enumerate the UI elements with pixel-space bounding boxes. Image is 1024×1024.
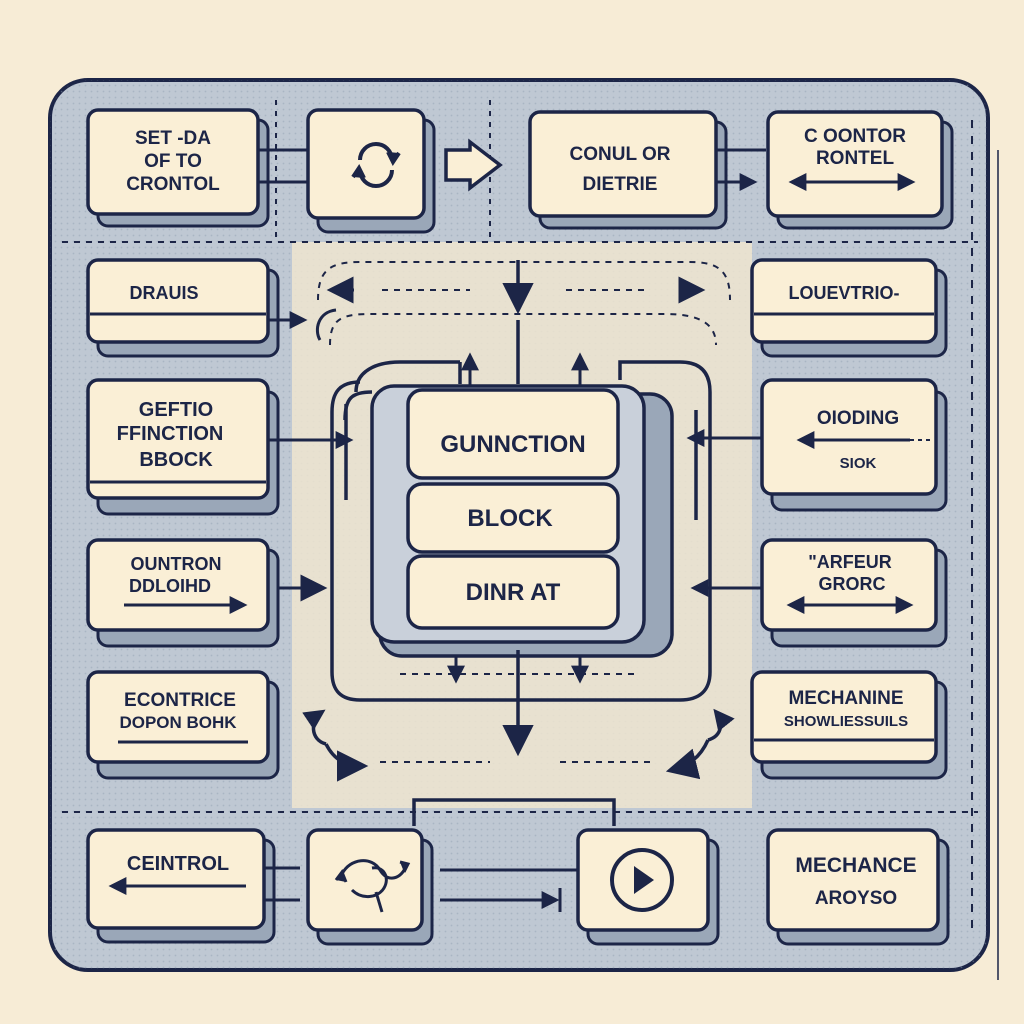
center-stack: GUNNCTION BLOCK DINR AT: [370, 384, 674, 658]
block-right-1: LOUEVTRIO-: [750, 258, 948, 358]
block-left-3: OUNTRON DDLOIHD: [86, 538, 280, 648]
block-left-1: DRAUIS: [86, 258, 280, 358]
block-left-3-line-1: OUNTRON: [131, 554, 222, 574]
block-top-left-line-1: SET -DA: [135, 128, 211, 149]
block-right-4-line-1: MECHANINE: [788, 688, 903, 709]
center-block-3-label: DINR AT: [466, 579, 561, 606]
block-left-2: GEFTIO FFINCTION BBOCK: [86, 378, 280, 516]
block-bottom-left: CEINTROL: [86, 828, 276, 944]
block-bottom-right: MECHANCE AROYSO: [766, 828, 950, 946]
block-right-4: MECHANINE SHOWLIESSUILS: [750, 670, 948, 780]
block-left-4: ECONTRICE DOPON BOHK: [86, 670, 280, 780]
block-top-center-right-line-1: CONUL OR: [570, 144, 671, 165]
block-bottom-center-left: [306, 828, 434, 946]
block-right-3: "ARFEUR GRORC: [760, 538, 948, 648]
block-top-center-left: [306, 108, 436, 234]
block-top-center-right-line-2: DIETRIE: [583, 174, 658, 195]
block-left-4-line-2: DOPON BOHK: [119, 713, 237, 732]
block-left-2-line-2: FFINCTION: [117, 423, 224, 445]
block-top-right-line-2: RONTEL: [816, 148, 895, 169]
center-outer-loop: [330, 360, 712, 702]
block-bottom-left-line-1: CEINTROL: [127, 853, 229, 875]
block-left-3-line-2: DDLOIHD: [129, 576, 211, 596]
block-left-2-line-3: BBOCK: [139, 449, 213, 471]
block-right-1-line-1: LOUEVTRIO-: [789, 283, 900, 303]
tangled-arrows-icon: [334, 859, 411, 913]
block-bottom-right-line-2: AROYSO: [815, 888, 897, 909]
block-bottom-center-right: [576, 828, 720, 946]
block-left-2-line-1: GEFTIO: [139, 399, 213, 421]
top-arrow-right: [444, 138, 503, 192]
block-top-right: C OONTOR RONTEL: [766, 110, 954, 230]
center-block-3: [406, 554, 620, 630]
block-top-left-line-2: OF TO: [144, 151, 202, 172]
center-block-2-label: BLOCK: [467, 505, 553, 532]
block-right-2: OIODING SIOK: [760, 378, 948, 512]
center-block-2: [406, 482, 620, 554]
block-left-1-line-1: DRAUIS: [129, 283, 198, 303]
center-block-1: [406, 388, 620, 480]
block-right-3-line-1: "ARFEUR: [808, 552, 892, 572]
rotate-arrows-icon: [351, 142, 401, 188]
block-right-2-line-1: OIODING: [817, 408, 899, 429]
block-right-2-line-2: SIOK: [840, 455, 877, 472]
play-icon: [610, 848, 674, 912]
block-top-right-line-1: C OONTOR: [804, 126, 906, 147]
center-block-1-label: GUNNCTION: [440, 431, 585, 458]
block-top-left: SET -DA OF TO CRONTOL: [86, 108, 270, 228]
block-bottom-right-line-1: MECHANCE: [795, 854, 916, 877]
block-left-4-line-1: ECONTRICE: [124, 690, 236, 711]
block-top-left-line-3: CRONTOL: [126, 174, 220, 195]
block-right-3-line-2: GRORC: [819, 574, 886, 594]
block-right-4-line-2: SHOWLIESSUILS: [784, 713, 908, 730]
block-top-center-right: CONUL OR DIETRIE: [528, 110, 728, 230]
